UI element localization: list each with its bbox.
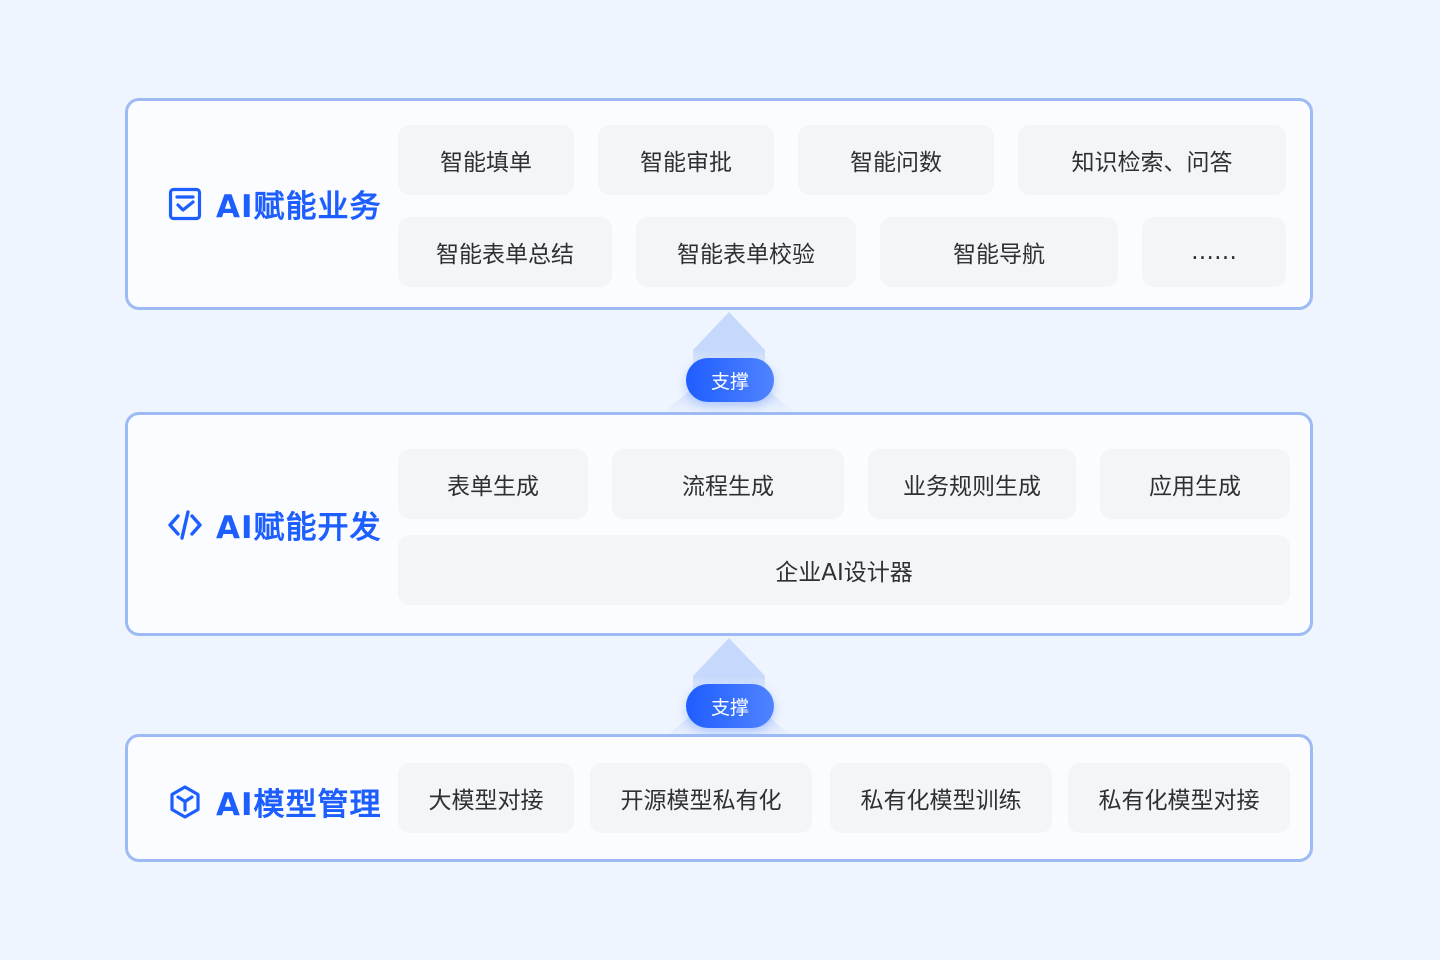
chip-item: 智能填单 [398, 125, 574, 195]
layer-title-text: AI赋能业务 [216, 189, 382, 225]
chip-item: 开源模型私有化 [590, 763, 812, 833]
layer-ai-business: AI赋能业务 智能填单 智能审批 智能问数 知识检索、问答 智能表单总结 智能表… [125, 98, 1313, 310]
chip-item: 私有化模型对接 [1068, 763, 1290, 833]
chip-item: 业务规则生成 [868, 449, 1076, 519]
support-arrow: 支撑 [629, 310, 829, 416]
chip-item-wide: 企业AI设计器 [398, 535, 1290, 605]
layer-title-ai-model-management: AI模型管理 [168, 779, 382, 824]
chip-item: 流程生成 [612, 449, 844, 519]
layer-title-text: AI模型管理 [216, 787, 382, 823]
code-icon [168, 508, 202, 542]
support-label: 支撑 [686, 358, 774, 402]
layer-title-ai-development: AI赋能开发 [168, 502, 382, 547]
layer-ai-model-management: AI模型管理 大模型对接 开源模型私有化 私有化模型训练 私有化模型对接 [125, 734, 1313, 862]
chip-item: 私有化模型训练 [830, 763, 1052, 833]
support-arrow: 支撑 [629, 636, 829, 742]
form-check-icon [168, 187, 202, 221]
chip-item: 应用生成 [1100, 449, 1290, 519]
layer-title-ai-business: AI赋能业务 [168, 181, 382, 226]
chip-item: 知识检索、问答 [1018, 125, 1286, 195]
layer-title-text: AI赋能开发 [216, 510, 382, 546]
layer-ai-development: AI赋能开发 表单生成 流程生成 业务规则生成 应用生成 企业AI设计器 [125, 412, 1313, 636]
support-label: 支撑 [686, 684, 774, 728]
chip-item: 大模型对接 [398, 763, 574, 833]
chip-item: 表单生成 [398, 449, 588, 519]
chip-item: 智能表单校验 [636, 217, 856, 287]
cube-icon [168, 784, 202, 819]
chip-item: 智能导航 [880, 217, 1118, 287]
chip-item: 智能表单总结 [398, 217, 612, 287]
chip-item-ellipsis: …… [1142, 217, 1286, 287]
chip-item: 智能问数 [798, 125, 994, 195]
chip-item: 智能审批 [598, 125, 774, 195]
